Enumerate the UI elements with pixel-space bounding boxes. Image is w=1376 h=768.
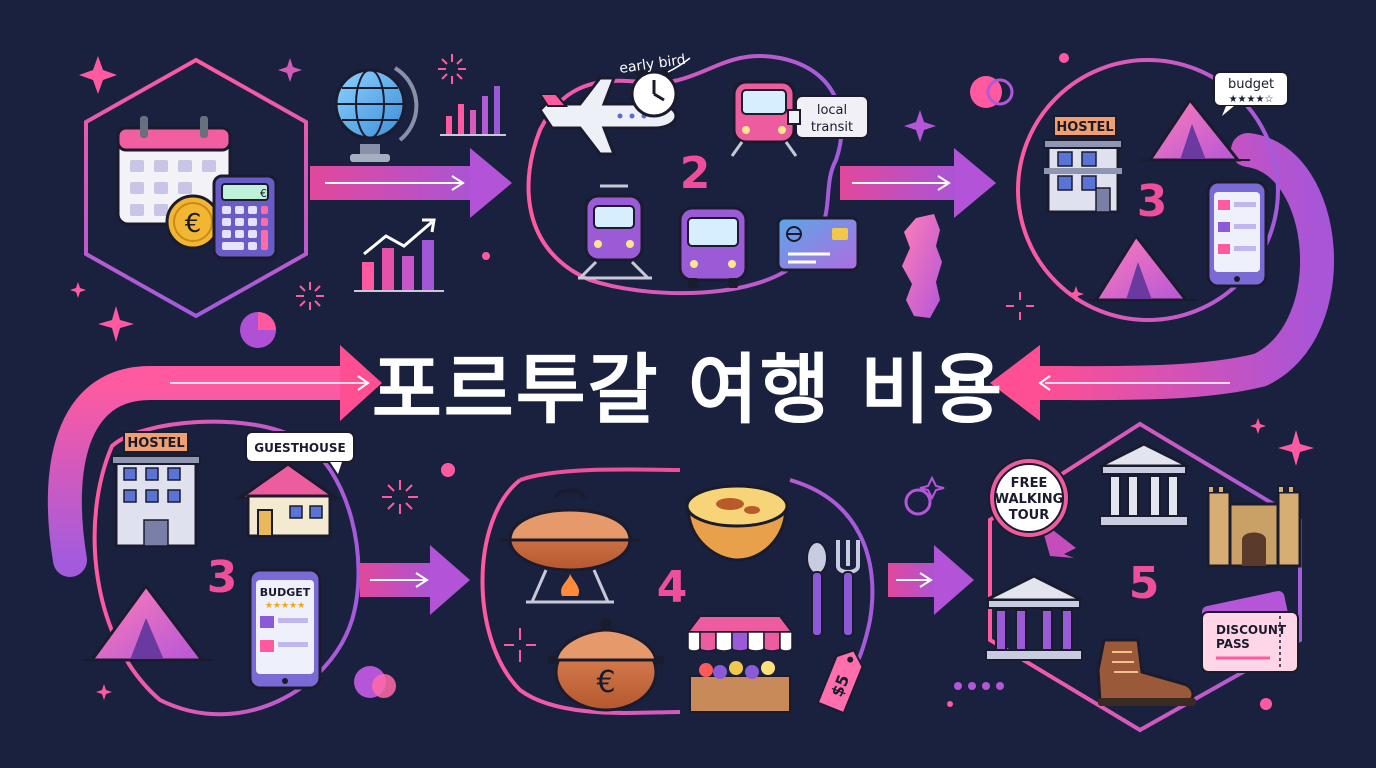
budget-phone-icon: BUDGET ★★★★★: [248, 568, 322, 690]
sparkle-icon: [904, 110, 936, 142]
burst-icon: [382, 480, 418, 514]
arrow-4-to-5: [888, 545, 974, 615]
museum-icon-bottom: [985, 574, 1083, 661]
arrow-2-to-3: [840, 148, 996, 218]
sparkle-icon: [278, 58, 302, 82]
castle-icon: [1206, 485, 1302, 568]
bar-chart-icon: [440, 86, 506, 136]
return-arrow-head: [990, 345, 1040, 421]
phone-star-rating-icon: ★★★★★: [265, 601, 305, 611]
step-3-bottom-number: 3: [207, 552, 238, 603]
euro-pot-symbol: €: [596, 665, 615, 700]
hostel-bottom-label: HOSTEL: [127, 436, 184, 451]
tent-icon-bottom: [1088, 233, 1196, 302]
bus-icon: [678, 206, 748, 288]
transit-card-icon: [776, 216, 860, 272]
sparkle-icon: [1278, 430, 1314, 466]
step-3-top-number: 3: [1137, 176, 1168, 227]
burst-icon: [296, 282, 324, 310]
cataplana-pot-icon: [500, 488, 640, 604]
step-3-accommodation-top: HOSTEL budget ★★★★☆ 3: [1016, 58, 1289, 322]
arrow-1-to-2: [310, 148, 512, 218]
museum-icon-top: [1099, 442, 1189, 527]
guesthouse-bubble: GUESTHOUSE: [245, 431, 355, 474]
euro-pot-icon: €: [548, 618, 664, 712]
sparkle-icon: [98, 306, 134, 342]
star-rating-icon: ★★★★☆: [1229, 94, 1274, 105]
page-title: 포르투갈 여행 비용: [371, 345, 1005, 434]
burst-icon: [1006, 292, 1034, 320]
discount-pass-line1: DISCOUNT: [1216, 623, 1287, 637]
budget-phone-label: BUDGET: [260, 586, 311, 599]
step-4-number: 4: [657, 562, 688, 613]
sparkle-icon: [1068, 286, 1084, 302]
budget-top-label: budget: [1228, 77, 1274, 92]
sparkle-icon: [79, 56, 117, 94]
free-walking-tour-line1: FREE: [1011, 476, 1048, 491]
step-3-accommodation-bottom: HOSTEL GUESTHOUSE 3 BUDGET ★★★: [84, 419, 361, 717]
sparkle-icon: [1250, 418, 1266, 434]
guesthouse-label: GUESTHOUSE: [254, 441, 345, 455]
crosshair-icon: [504, 628, 536, 662]
calculator-icon: €: [212, 174, 278, 260]
hostel-building-icon-bottom: HOSTEL: [111, 431, 201, 548]
local-transit-tag: local transit: [787, 95, 869, 139]
hostel-top-label: HOSTEL: [1056, 120, 1113, 135]
discount-pass-line2: PASS: [1216, 637, 1250, 651]
portugal-map-icon: [902, 214, 942, 318]
booking-phone-icon: [1206, 180, 1268, 288]
tent-icon-top: [1140, 97, 1250, 162]
step-5-number: 5: [1129, 558, 1160, 609]
calculator-euro: €: [260, 187, 267, 200]
pie-chart-icon: [240, 312, 276, 348]
decorations: [70, 53, 1314, 710]
hiking-boot-icon: [1096, 638, 1196, 706]
burst-icon: [438, 54, 466, 84]
free-walking-tour-line2: WALKING: [995, 492, 1064, 507]
market-stall-icon: [686, 615, 794, 713]
budget-rating-bubble: budget ★★★★☆: [1213, 71, 1289, 116]
step-2-transport: early bird local transit 2: [526, 52, 869, 296]
sparkle-icon: [70, 282, 86, 298]
discount-pass-icon: DISCOUNT PASS: [1201, 591, 1299, 673]
hostel-building-icon: HOSTEL: [1043, 115, 1123, 214]
local-transit-line2: transit: [811, 120, 853, 135]
tram-icon: [730, 80, 798, 157]
free-walking-tour-badge: FREE WALKING TOUR: [988, 457, 1076, 558]
guesthouse-icon: [235, 462, 341, 538]
growth-chart-icon: [354, 218, 444, 292]
arrow-3-to-4: [360, 545, 470, 615]
price-tag-icon: $5: [816, 649, 864, 715]
clock-icon: [630, 70, 678, 118]
euro-coin-icon: €: [165, 194, 221, 250]
pastel-de-nata-icon: [685, 484, 789, 562]
train-icon: [578, 184, 652, 280]
step-5-activities: FREE WALKING TOUR 5: [985, 421, 1302, 733]
sparkle-icon: [96, 684, 112, 700]
cutlery-icon: [806, 540, 860, 637]
local-transit-line1: local: [817, 103, 847, 118]
globe-icon: [334, 66, 419, 162]
tent-icon-left: [84, 583, 212, 662]
euro-symbol: €: [185, 209, 202, 239]
step-1-planning: € €: [84, 57, 308, 319]
step-2-number: 2: [680, 148, 711, 199]
free-walking-tour-line3: TOUR: [1009, 508, 1050, 523]
step-4-food: 4 $5 €: [480, 467, 875, 715]
